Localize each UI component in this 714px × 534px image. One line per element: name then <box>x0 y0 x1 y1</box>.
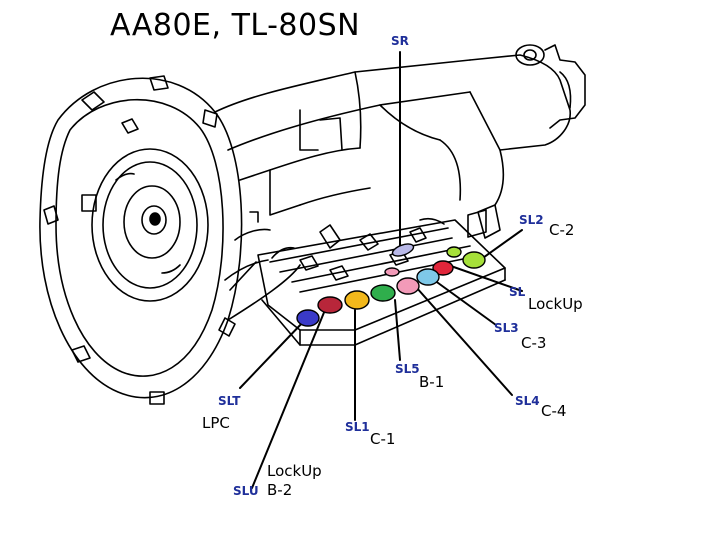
solenoid-sl1-marker <box>344 290 370 310</box>
torque-converter <box>91 148 209 302</box>
solenoid-sl-code: SL <box>509 285 526 299</box>
solenoid-sl2-marker <box>446 246 486 269</box>
solenoid-slt-marker <box>296 309 320 327</box>
solenoid-slu-marker <box>317 296 343 314</box>
solenoid-sl-function: LockUp <box>528 295 583 313</box>
solenoid-sr-marker <box>391 243 415 257</box>
solenoid-sl3-code: SL3 <box>494 321 519 335</box>
leader-lines <box>239 51 523 489</box>
solenoid-sl5-marker <box>370 284 396 302</box>
solenoid-sl5-function: B-1 <box>419 373 445 391</box>
solenoid-slt-function: LPC <box>202 414 230 432</box>
solenoid-sl1-code: SL1 <box>345 420 370 434</box>
extension-housing <box>467 44 586 239</box>
solenoid-sl4-function: C-4 <box>541 402 567 420</box>
solenoid-sl3-marker <box>416 268 440 286</box>
solenoid-slu-code: SLU <box>233 484 259 498</box>
solenoid-sl2-function: C-2 <box>549 221 575 239</box>
solenoid-markers <box>296 243 486 327</box>
main-case <box>214 59 471 321</box>
bell-housing <box>39 75 243 405</box>
solenoid-sl1-function: C-1 <box>370 430 396 448</box>
solenoid-sl3-function: C-3 <box>521 334 547 352</box>
solenoid-slt-code: SLT <box>218 394 241 408</box>
solenoid-slu-function-b2: B-2 <box>267 481 293 499</box>
solenoid-sl2-code: SL2 <box>519 213 544 227</box>
solenoid-sl-marker <box>432 260 454 276</box>
diagram-title: AA80E, TL-80SN <box>110 8 361 43</box>
solenoid-sl4-code: SL4 <box>515 394 540 408</box>
solenoid-slu-function-lockup: LockUp <box>267 462 322 480</box>
solenoid-sl5-code: SL5 <box>395 362 420 376</box>
solenoid-sl4-marker <box>384 267 420 295</box>
solenoid-sr-code: SR <box>391 34 409 48</box>
